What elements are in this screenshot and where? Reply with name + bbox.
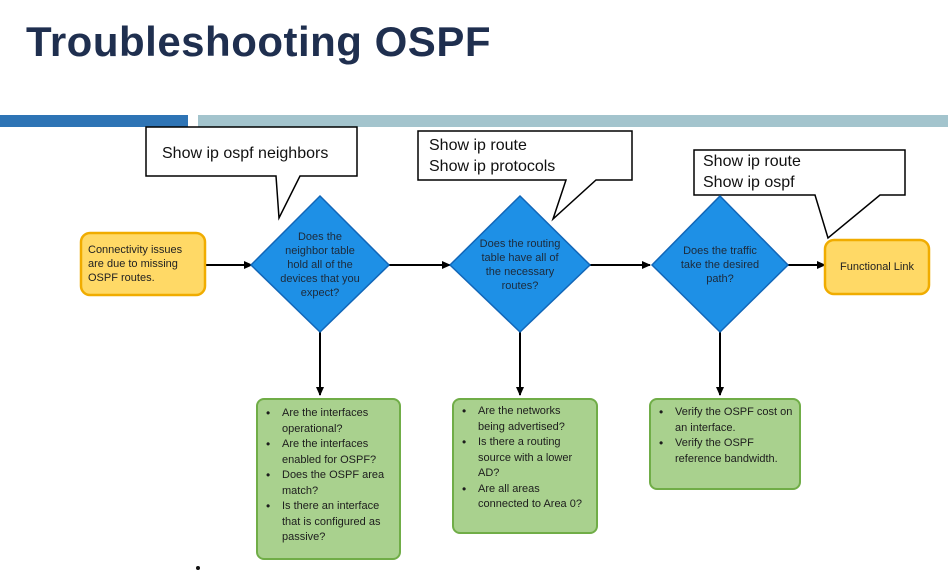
checks-neighbor-list: Are the interfaces operational? Are the … (258, 406, 399, 546)
decision-traffic-path-label: Does the traffic take the desired path? (680, 245, 760, 285)
start-node-label: Connectivity issues are due to missing O… (88, 244, 183, 284)
decision-neighbor-table (249, 194, 391, 334)
checks-path-box: Verify the OSPF cost on an interface. Ve… (649, 398, 801, 490)
checks-neighbor-box: Are the interfaces operational? Are the … (256, 398, 401, 560)
check-item: Is there an interface that is configured… (266, 499, 393, 546)
end-node (823, 238, 931, 296)
checks-route-box: Are the networks being advertised? Is th… (452, 398, 598, 534)
title-underline-accent (0, 115, 188, 127)
check-item: Are the interfaces operational? (266, 406, 393, 437)
check-item: Verify the OSPF reference bandwidth. (659, 436, 793, 467)
stray-dot (196, 566, 200, 570)
check-item: Is there a routing source with a lower A… (462, 435, 590, 482)
callout-ospf-line-1: Show ip route (703, 153, 801, 170)
decision-routing-table-label: Does the routing table have all of the n… (479, 238, 561, 292)
check-item: Does the OSPF area match? (266, 468, 393, 499)
callout-routes-line-1: Show ip route (429, 137, 527, 154)
slide-title: Troubleshooting OSPF (26, 18, 491, 65)
start-node (79, 231, 207, 297)
callout-neighbors-line-1: Show ip ospf neighbors (162, 145, 329, 162)
callout-routes-line-2: Show ip protocols (429, 158, 556, 175)
callout-neighbors-text: Show ip ospf neighbors (162, 143, 328, 164)
checks-route-list: Are the networks being advertised? Is th… (454, 404, 596, 513)
callout-routes-text: Show ip route Show ip protocols (429, 135, 555, 177)
callout-ospf-shape (693, 149, 906, 240)
callout-neighbors-shape (145, 126, 358, 221)
decision-routing-table (448, 194, 592, 334)
callout-ospf-text: Show ip route Show ip ospf (703, 151, 801, 193)
check-item: Are all areas connected to Area 0? (462, 482, 590, 513)
decision-neighbor-table-label: Does the neighbor table hold all of the … (280, 231, 360, 299)
callout-routes-shape (417, 130, 633, 222)
callout-ospf-line-2: Show ip ospf (703, 174, 795, 191)
check-item: Are the networks being advertised? (462, 404, 590, 435)
check-item: Are the interfaces enabled for OSPF? (266, 437, 393, 468)
end-node-label: Functional Link (840, 261, 914, 273)
decision-traffic-path (650, 194, 790, 334)
check-item: Verify the OSPF cost on an interface. (659, 405, 793, 436)
title-underline-bar (198, 115, 948, 127)
checks-path-list: Verify the OSPF cost on an interface. Ve… (651, 405, 799, 467)
